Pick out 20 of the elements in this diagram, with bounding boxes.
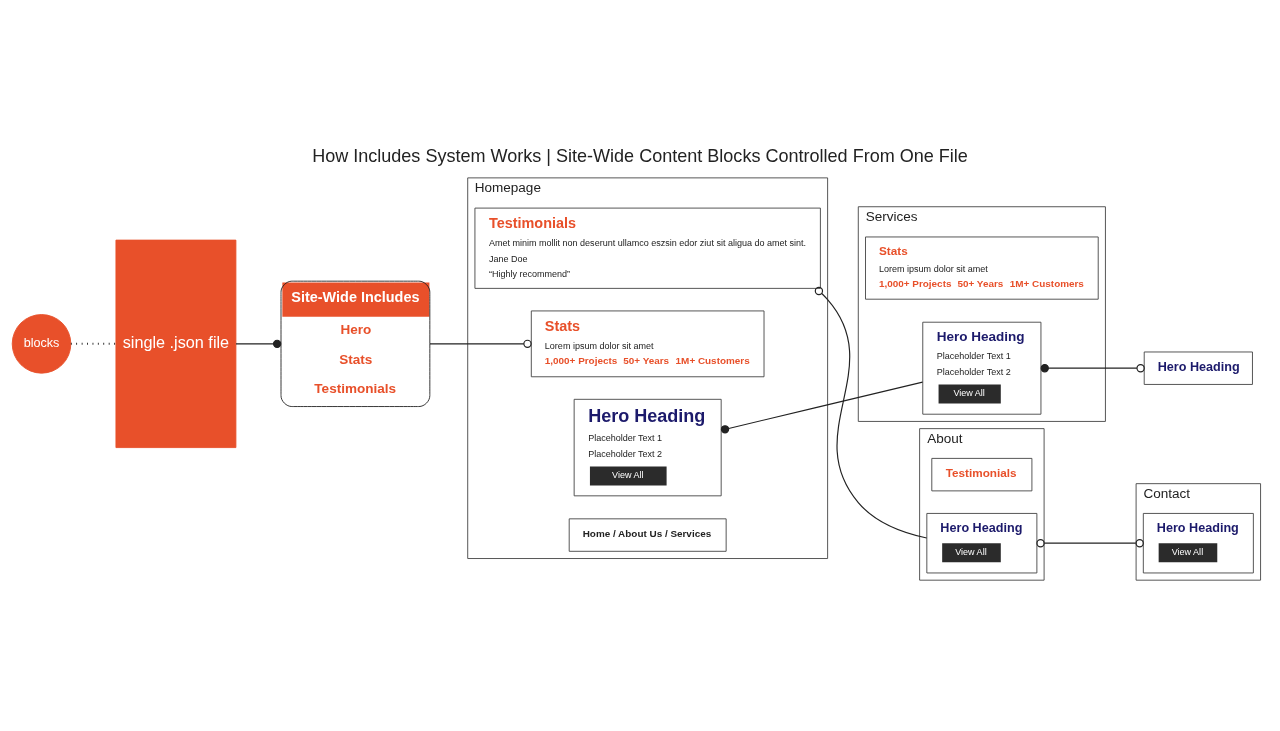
node-box: Hero Heading Placeholder Text 1 Placeholder Text 2 View All [922, 321, 1042, 415]
connector [235, 339, 282, 349]
node-box: Home / About Us / Services [568, 518, 727, 552]
connector [814, 286, 928, 539]
node-box: single .json file [115, 239, 237, 449]
connector [69, 342, 117, 345]
node-box: Stats Lorem ipsum dolor sit amet 1,000+ Projects 50+ Years 1M+ Customers [530, 310, 765, 378]
node-box: Stats Lorem ipsum dolor sit amet 1,000+ Projects 50+ Years 1M+ Customers [865, 236, 1099, 300]
node-box: Hero Heading Placeholder Text 1 Placeholder Text 2 View All [573, 398, 722, 497]
node-box: Testimonials Amet minim mollit non deserunt ullamco eszsin edor ziut sit aligua do amet sint. Jane Doe “Highly recommend” [474, 207, 821, 289]
node-box: Hero Heading View All [926, 512, 1038, 574]
connector [1036, 539, 1144, 548]
node-circle: blocks [11, 314, 72, 374]
diagram-title: How Includes System Works | Site-Wide Content Blocks Controlled From One File [312, 145, 968, 166]
node-box: Testimonials [931, 457, 1033, 492]
connector [720, 381, 924, 434]
connector [1040, 364, 1145, 373]
connector [429, 339, 532, 349]
node-box: Hero Heading View All [1142, 512, 1254, 574]
node-box: Hero Heading [1143, 351, 1253, 385]
